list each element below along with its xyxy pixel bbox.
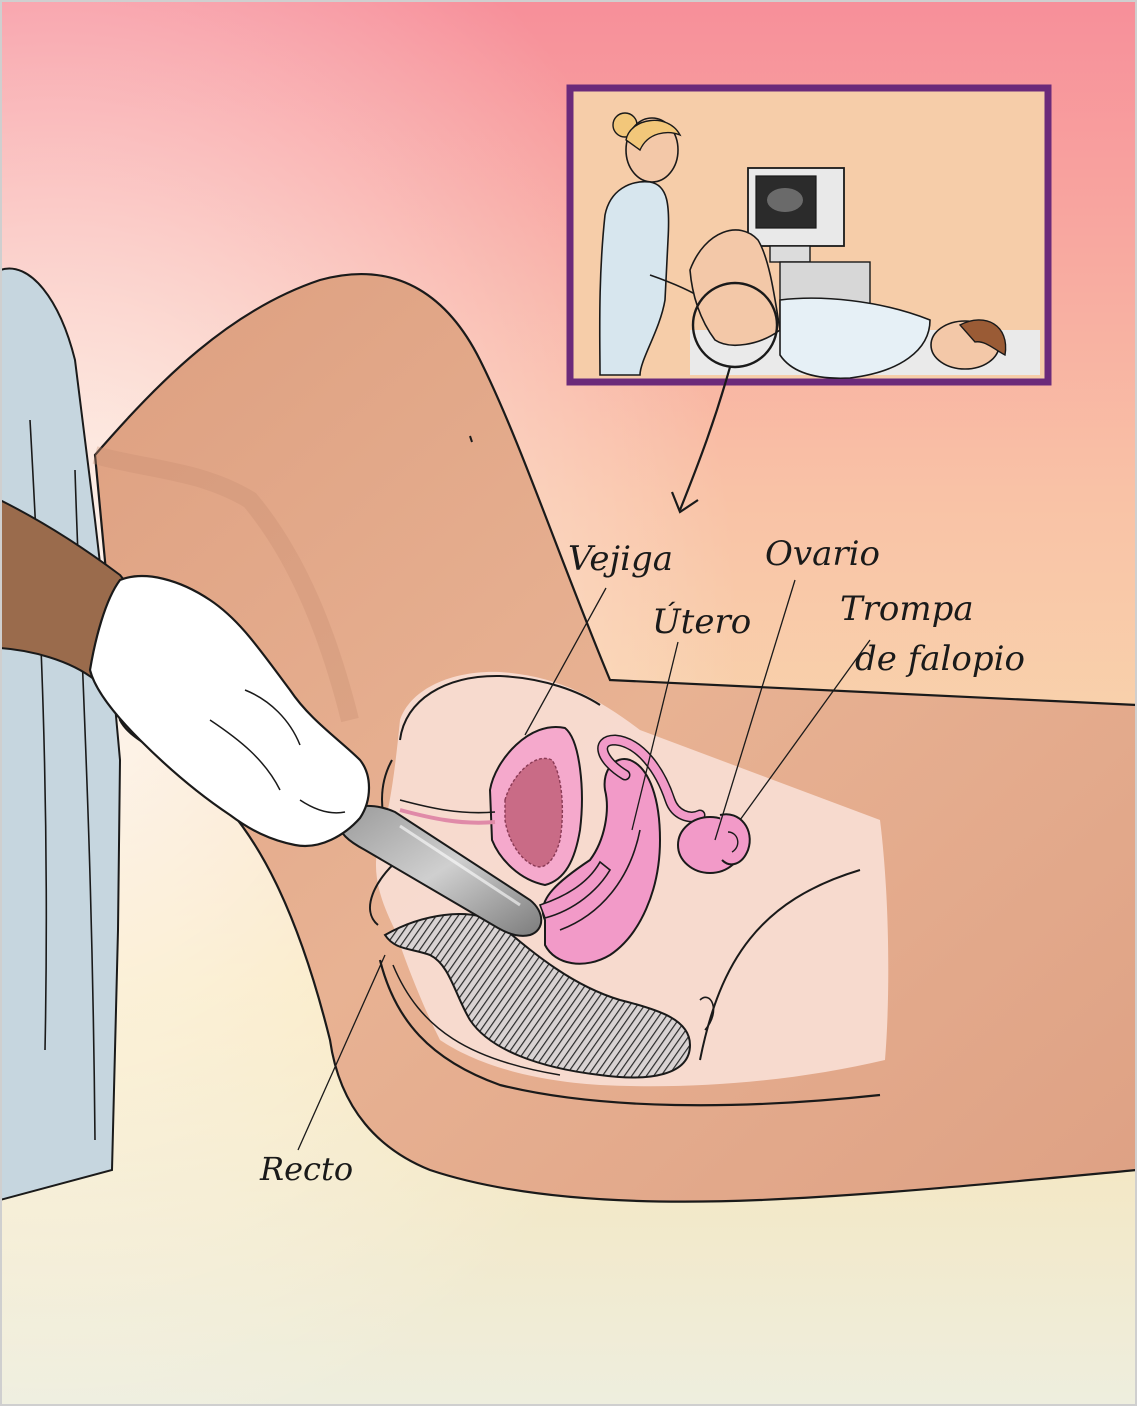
label-bladder: Vejiga (568, 539, 673, 579)
label-tube-line1: Trompa (840, 589, 974, 629)
label-ovary: Ovario (765, 534, 880, 574)
label-uterus: Útero (652, 601, 751, 642)
label-tube-line2: de falopio (855, 639, 1025, 679)
label-rectum: Recto (259, 1150, 353, 1188)
inset-scene (570, 88, 1048, 382)
